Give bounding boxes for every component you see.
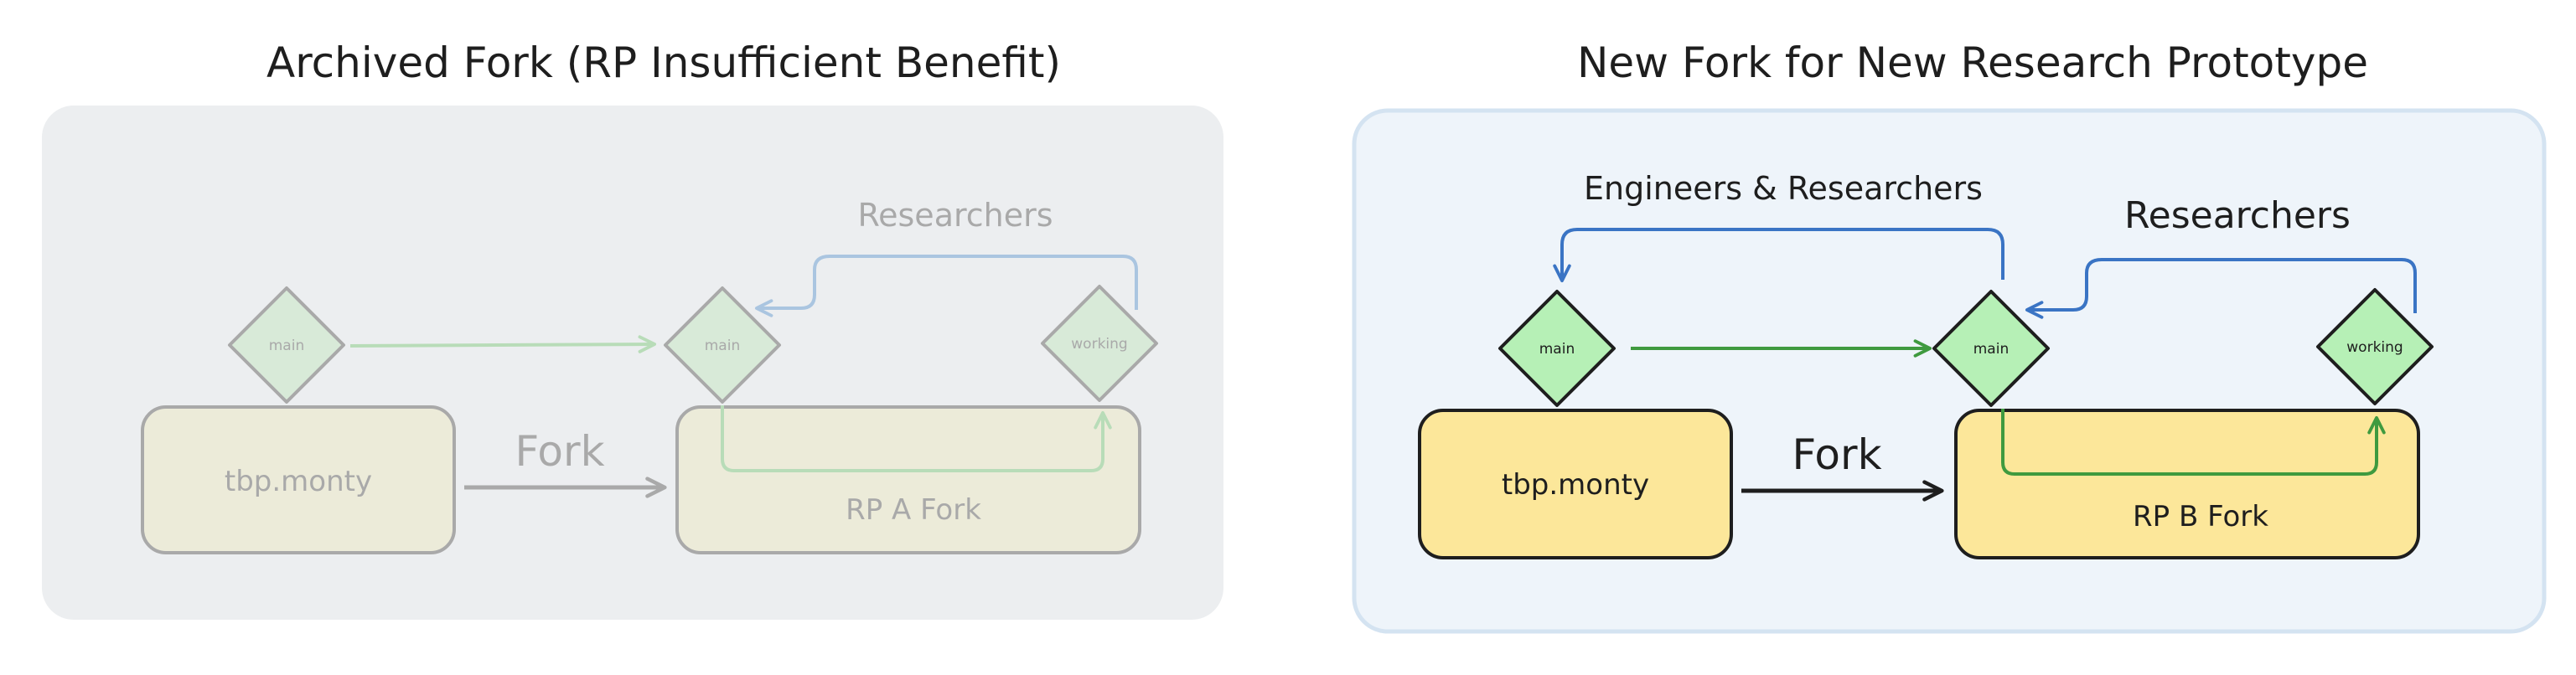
new-source-box [1418, 409, 1733, 559]
archived-working-diamond [1041, 285, 1158, 402]
new-fork-box-label: RP B Fork [2133, 500, 2268, 533]
new-panel-title: New Fork for New Research Prototype [1577, 39, 2368, 87]
new-working-diamond [2316, 288, 2434, 405]
archived-main-diamond-right-label: main [705, 338, 740, 354]
new-engineers-researchers-arrow [1553, 228, 2004, 283]
new-main-diamond-right-label: main [1973, 341, 2009, 358]
archived-researchers-label: Researchers [857, 197, 1053, 234]
archived-main-diamond-right [664, 286, 781, 404]
new-fork-box [1954, 409, 2420, 559]
new-main-diamond-left [1498, 290, 1616, 407]
archived-fork-label: Fork [515, 427, 604, 476]
archived-main-to-main-arrow [349, 335, 657, 353]
new-main-diamond-right [1932, 290, 2050, 407]
new-researchers-arrow [2025, 258, 2417, 319]
archived-researchers-arrow [754, 255, 1138, 317]
archived-main-diamond-left [228, 286, 345, 404]
archived-main-to-working-arrow [721, 405, 1112, 472]
new-working-diamond-label: working [2346, 339, 2403, 356]
new-engineers-researchers-label: Engineers & Researchers [1584, 170, 1983, 207]
archived-source-box [141, 405, 456, 554]
new-researchers-label: Researchers [2124, 194, 2351, 237]
new-fork-label: Fork [1792, 430, 1881, 479]
archived-fork-box [675, 405, 1141, 554]
archived-source-box-label: tbp.monty [225, 465, 372, 498]
archived-working-diamond-label: working [1071, 336, 1127, 353]
new-panel: New Fork for New Research Prototype tbp.… [1352, 39, 2547, 634]
new-source-box-label: tbp.monty [1502, 468, 1649, 502]
archived-panel: Archived Fork (RP Insufficient Benefit) … [42, 39, 1223, 620]
archived-main-diamond-left-label: main [269, 338, 304, 354]
archived-fork-box-label: RP A Fork [846, 493, 981, 527]
archived-panel-title: Archived Fork (RP Insufficient Benefit) [266, 39, 1061, 87]
new-main-to-working-arrow [2001, 409, 2386, 476]
new-main-diamond-left-label: main [1539, 341, 1575, 358]
